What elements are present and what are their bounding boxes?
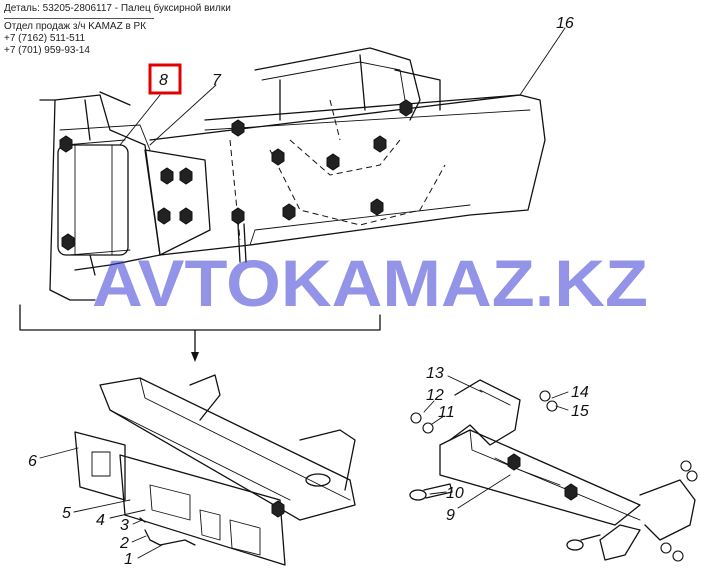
header-block: Деталь: 53205-2806117 - Палец буксирной … xyxy=(4,3,304,57)
bracket-exploded xyxy=(409,379,698,562)
header-divider xyxy=(4,18,154,19)
callout-8: 8 xyxy=(159,72,168,89)
callout-labels: 16 8 7 6 5 4 3 2 1 13 12 11 14 15 10 9 xyxy=(28,15,589,568)
callout-1: 1 xyxy=(124,551,133,568)
crossmember-exploded xyxy=(74,374,356,566)
callout-13: 13 xyxy=(426,365,444,382)
callout-16: 16 xyxy=(556,15,574,32)
callout-14: 14 xyxy=(571,384,589,401)
part-title: Деталь: 53205-2806117 - Палец буксирной … xyxy=(4,3,231,14)
sales-department: Отдел продаж з/ч KAMAZ в РК xyxy=(4,21,147,32)
highlight-box xyxy=(148,63,182,95)
callout-9: 9 xyxy=(446,507,455,524)
callout-6: 6 xyxy=(28,453,37,470)
callout-2: 2 xyxy=(119,535,129,552)
frame-rail-assembly xyxy=(39,47,546,301)
callout-10: 10 xyxy=(446,485,464,502)
callout-12: 12 xyxy=(426,387,444,404)
phone-primary: +7 (7162) 511-511 xyxy=(4,33,86,44)
callout-15: 15 xyxy=(571,403,589,420)
phone-secondary: +7 (701) 959-93-14 xyxy=(4,45,90,56)
callout-3: 3 xyxy=(120,517,129,534)
leader-lines xyxy=(39,27,569,559)
callout-7: 7 xyxy=(212,72,222,89)
callout-5: 5 xyxy=(62,505,71,522)
callout-4: 4 xyxy=(96,512,105,529)
assembly-arrow xyxy=(19,304,381,362)
callout-11: 11 xyxy=(438,404,455,421)
